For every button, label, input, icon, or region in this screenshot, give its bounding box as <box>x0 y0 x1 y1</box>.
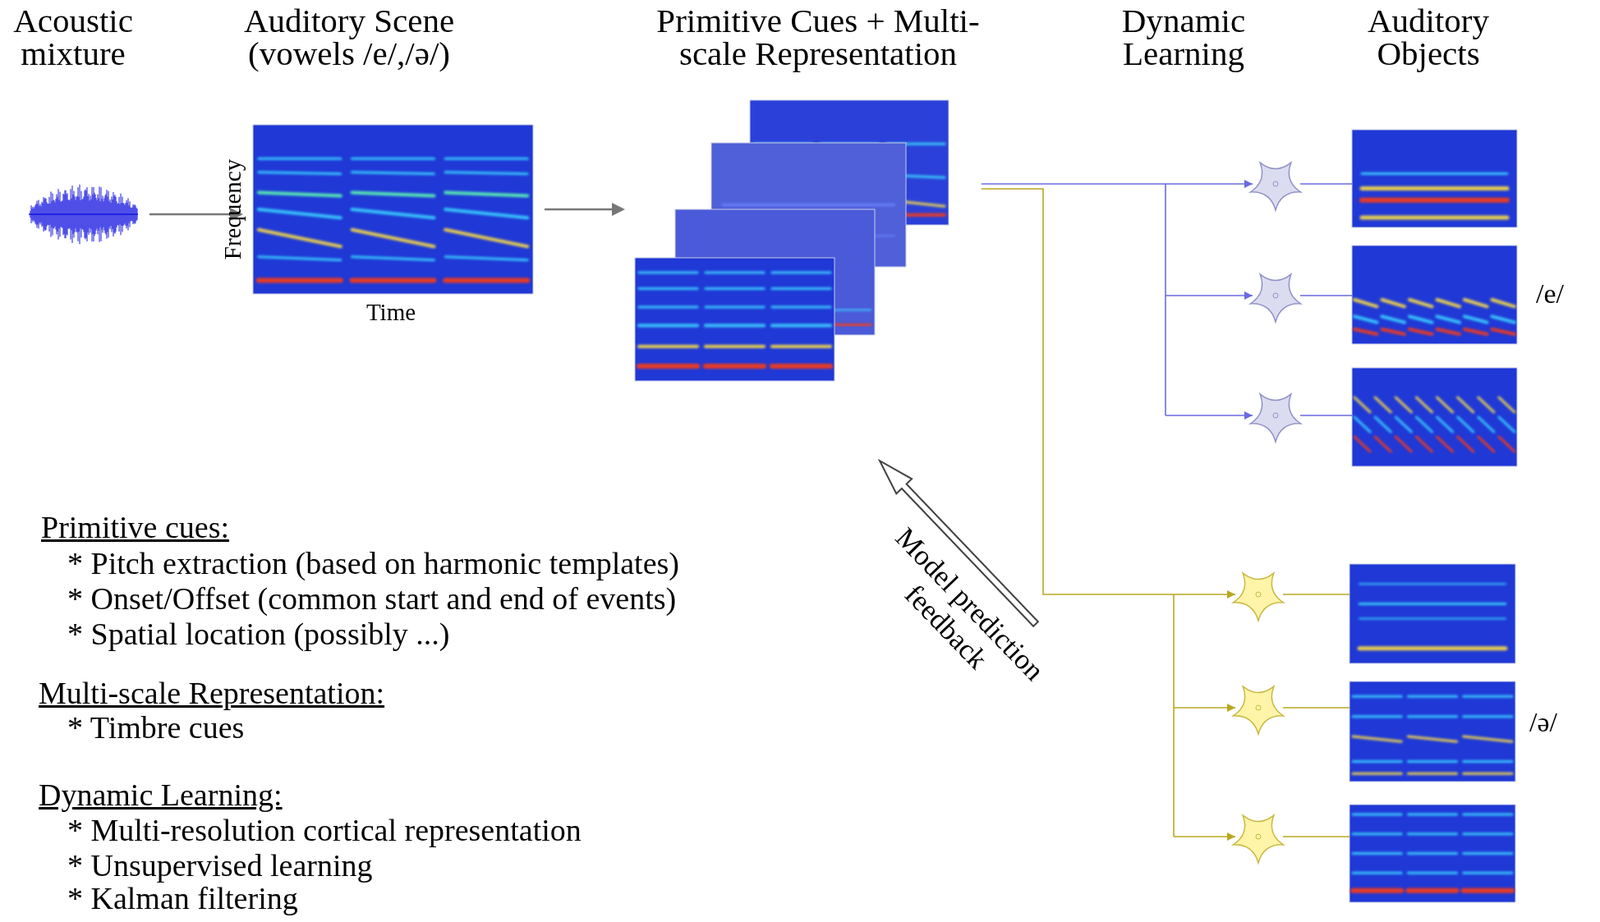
spectrogram <box>1351 129 1518 228</box>
neuron <box>1250 274 1302 322</box>
wire <box>1164 183 1167 416</box>
axis-label: Time <box>341 298 441 326</box>
waveform <box>28 184 138 245</box>
axis-label: Frequency <box>219 139 246 280</box>
section-heading: Dynamic Learning: <box>38 777 614 814</box>
wire <box>1282 707 1350 709</box>
wire <box>1300 414 1352 417</box>
section-heading: Primitive cues: <box>41 510 534 546</box>
figure-box: Auditory Scene (vowels /e/,/ə/)Frequency… <box>252 124 534 295</box>
spectrogram <box>1349 564 1516 664</box>
wire <box>1165 294 1253 297</box>
vowel-label: /e/ <box>1535 278 1594 310</box>
wire <box>1172 594 1175 837</box>
synapse-head <box>1244 291 1253 300</box>
spectrogram <box>1349 681 1516 782</box>
spectrogram <box>1351 367 1518 467</box>
column-heading: Primitive Cues + Multi-scale Representat… <box>629 4 1007 70</box>
spectrogram <box>252 124 534 295</box>
column-heading: Dynamic Learning <box>1093 4 1274 70</box>
bullet-text: * Onset/Offset (common start and end of … <box>67 581 807 617</box>
synapse-head <box>1227 832 1236 842</box>
bullet-text: * Kalman filtering <box>67 881 807 917</box>
bullet-text: * Multi-resolution cortical representati… <box>67 813 807 849</box>
vowel-label: /ə/ <box>1529 707 1596 739</box>
neuron <box>1233 573 1284 621</box>
wire <box>1300 183 1352 185</box>
wire <box>1173 707 1236 709</box>
bullet-text: * Unsupervised learning <box>67 848 807 884</box>
flow-arrow <box>544 202 626 217</box>
figure-box: Primitive Cues + Multi-scale Representat… <box>634 100 949 382</box>
synapse-head <box>1244 411 1253 420</box>
wire <box>1282 836 1350 838</box>
spectrogram <box>1351 245 1518 345</box>
neuron <box>1250 162 1302 211</box>
wire <box>1300 294 1352 297</box>
spectrogram <box>1349 804 1516 903</box>
figure-box: Acoustic mixture <box>28 183 138 245</box>
column-heading: Auditory Objects <box>1337 4 1519 70</box>
wire <box>981 183 1253 185</box>
wire <box>1165 414 1253 417</box>
neuron <box>1250 394 1302 442</box>
synapse-head <box>1227 590 1236 599</box>
wire <box>1282 593 1350 596</box>
column-heading: Auditory Scene (vowels /e/,/ə/) <box>225 4 473 70</box>
column-heading: Acoustic mixture <box>0 4 156 70</box>
neuron <box>1233 686 1284 735</box>
neuron <box>1233 815 1284 864</box>
synapse-head <box>1244 179 1253 189</box>
spectrogram <box>634 257 835 382</box>
section-heading: Multi-scale Representation: <box>38 675 614 712</box>
bullet-text: * Spatial location (possibly ...) <box>67 616 807 653</box>
synapse-head <box>1227 703 1236 713</box>
wire <box>981 188 1236 595</box>
bullet-text: * Timbre cues <box>67 710 643 746</box>
bullet-text: * Pitch extraction (based on harmonic te… <box>67 546 807 582</box>
wire <box>1173 836 1236 838</box>
